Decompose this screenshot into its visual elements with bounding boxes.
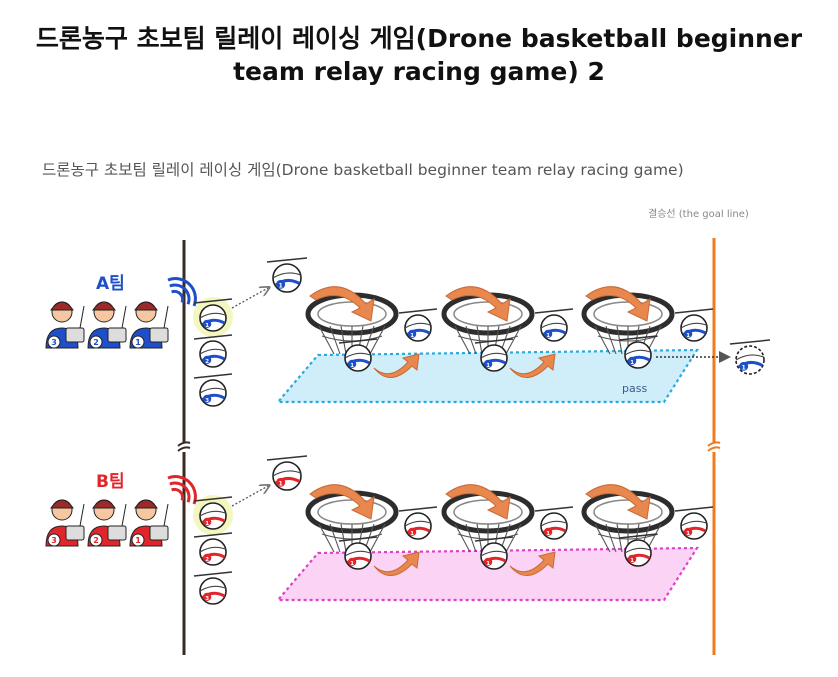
team-b-lane: B팀 3 2 1 1 2 3 1 1 1 1 1 1 1 — [45, 455, 714, 605]
drone-number: 1 — [486, 561, 490, 567]
drone-ball-icon: 1 — [338, 536, 378, 570]
return-arrow-icon — [509, 551, 556, 576]
signal-icon — [167, 475, 197, 505]
drone-number: 2 — [205, 359, 209, 365]
drone-number: 1 — [486, 363, 490, 369]
drone-number: 1 — [546, 333, 550, 339]
drone-number: 1 — [546, 531, 550, 537]
flight-arrow-icon — [585, 484, 651, 520]
drone-number: 1 — [630, 558, 634, 564]
drone-number: 1 — [205, 323, 209, 329]
line-break-icon — [707, 441, 721, 452]
drone-number: 1 — [350, 363, 354, 369]
drone-number: 3 — [205, 596, 209, 602]
basketball-hoop-icon — [441, 292, 535, 355]
drone-number: 1 — [410, 333, 414, 339]
drone-number: 1 — [279, 283, 283, 289]
drone-ball-icon: 2 — [193, 334, 233, 368]
pilot-icon: 1 — [129, 499, 169, 547]
return-arrow-icon — [509, 353, 556, 378]
pilot-number: 3 — [51, 536, 57, 545]
drone-ball-icon: 1 — [193, 496, 233, 530]
drone-number: 2 — [205, 557, 209, 563]
pilot-number: 2 — [93, 536, 99, 545]
flight-arrow-icon — [309, 484, 375, 520]
diagram-subtitle: 드론농구 초보팀 릴레이 레이싱 게임(Drone basketball beg… — [42, 161, 684, 179]
drone-number: 1 — [686, 531, 690, 537]
drone-ball-icon: 1 — [674, 308, 714, 342]
drone-ball-icon: 1 — [618, 533, 658, 567]
pilot-number: 1 — [135, 536, 141, 545]
drone-number: 1 — [279, 481, 283, 487]
basketball-hoop-icon — [305, 490, 399, 553]
drone-number: 3 — [205, 398, 209, 404]
pilot-icon: 3 — [45, 301, 85, 349]
flight-arrow-icon — [309, 286, 375, 322]
return-arrow-icon — [373, 353, 420, 378]
drone-ball-icon: 1 — [266, 257, 308, 293]
drone-ball-icon: 1 — [674, 506, 714, 540]
drone-number: 1 — [742, 365, 746, 371]
drone-ball-icon: 1 — [266, 455, 308, 491]
drone-number: 1 — [410, 531, 414, 537]
title-line-2: team relay racing game) 2 — [233, 57, 605, 86]
pilot-icon: 1 — [129, 301, 169, 349]
drone-number: 1 — [686, 333, 690, 339]
basketball-hoop-icon — [581, 292, 675, 355]
flight-arrow-icon — [445, 286, 511, 322]
flight-arrow-icon — [585, 286, 651, 322]
team-name: A팀 — [96, 274, 125, 294]
pilot-number: 2 — [93, 338, 99, 347]
drone-ball-icon: 1 — [729, 339, 771, 375]
drone-ball-icon: 1 — [398, 308, 438, 342]
drone-ball-icon: 1 — [193, 298, 233, 332]
flight-arrow-icon — [445, 484, 511, 520]
pilot-number: 3 — [51, 338, 57, 347]
drone-ball-icon: 1 — [534, 308, 574, 342]
drone-ball-icon: 1 — [618, 335, 658, 369]
basketball-hoop-icon — [441, 490, 535, 553]
team-a-lane: A팀 3 2 1 1 2 3 1 1 1 1 1 1 1 1 — [45, 257, 771, 407]
basketball-hoop-icon — [581, 490, 675, 553]
race-zone — [275, 546, 700, 602]
line-break-icon — [177, 441, 191, 452]
drone-ball-icon: 1 — [398, 506, 438, 540]
pilot-icon: 2 — [87, 499, 127, 547]
race-zone — [275, 348, 700, 404]
pass-label: pass — [622, 382, 647, 395]
drone-number: 1 — [350, 561, 354, 567]
pilot-number: 1 — [135, 338, 141, 347]
title-line-1: 드론농구 초보팀 릴레이 레이싱 게임(Drone basketball beg… — [35, 24, 803, 53]
drone-ball-icon: 1 — [474, 536, 514, 570]
drone-ball-icon: 2 — [193, 532, 233, 566]
drone-ball-icon: 3 — [193, 373, 233, 407]
drone-number: 1 — [630, 360, 634, 366]
drone-number: 1 — [205, 521, 209, 527]
pilot-icon: 2 — [87, 301, 127, 349]
goal-line-label: 결승선 (the goal line) — [648, 208, 749, 220]
signal-icon — [167, 277, 197, 307]
return-arrow-icon — [373, 551, 420, 576]
team-name: B팀 — [96, 472, 125, 492]
drone-ball-icon: 1 — [534, 506, 574, 540]
drone-ball-icon: 1 — [474, 338, 514, 372]
page-title: 드론농구 초보팀 릴레이 레이싱 게임(Drone basketball beg… — [0, 22, 838, 88]
drone-ball-icon: 3 — [193, 571, 233, 605]
basketball-hoop-icon — [305, 292, 399, 355]
pilot-icon: 3 — [45, 499, 85, 547]
drone-ball-icon: 1 — [338, 338, 378, 372]
